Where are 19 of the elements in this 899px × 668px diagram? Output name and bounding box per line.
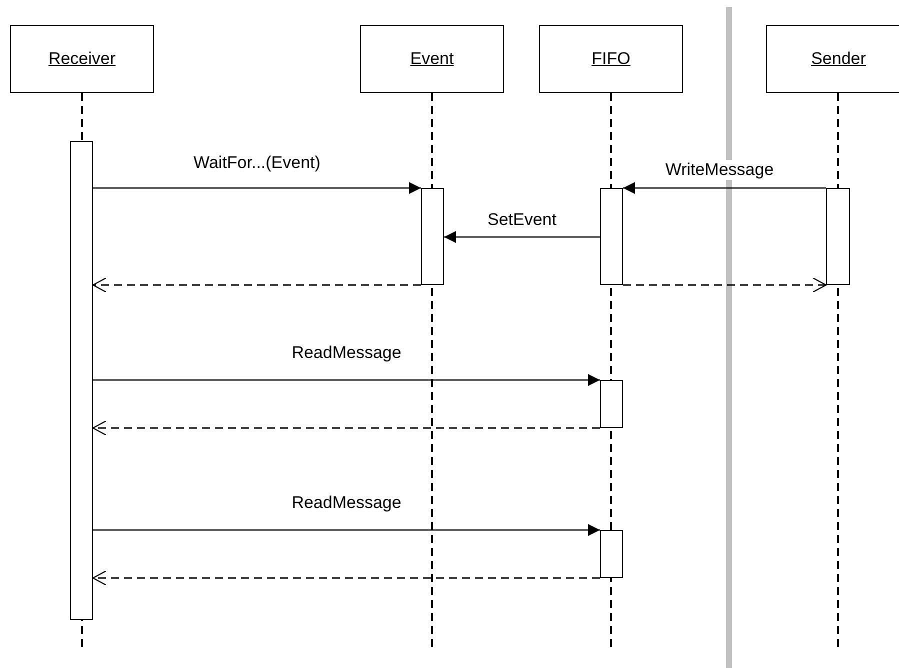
participant-box: Sender (766, 25, 899, 93)
return-arrow (92, 420, 600, 436)
activation-bar (600, 380, 623, 428)
participant-box: Receiver (10, 25, 154, 93)
return-arrow (92, 570, 600, 586)
activation-bar (600, 188, 623, 285)
return-arrow (92, 277, 421, 293)
activation-bar (826, 188, 850, 285)
activation-bar (421, 188, 444, 285)
return-arrow (623, 277, 827, 293)
message-arrow (444, 231, 600, 243)
participant-box: FIFO (539, 25, 683, 93)
activation-bar (600, 530, 623, 578)
activation-bar (70, 141, 93, 620)
participant-box: Event (360, 25, 504, 93)
message-arrow (623, 182, 826, 194)
message-arrow (93, 374, 600, 386)
message-arrow (93, 182, 421, 194)
message-arrow (93, 524, 600, 536)
